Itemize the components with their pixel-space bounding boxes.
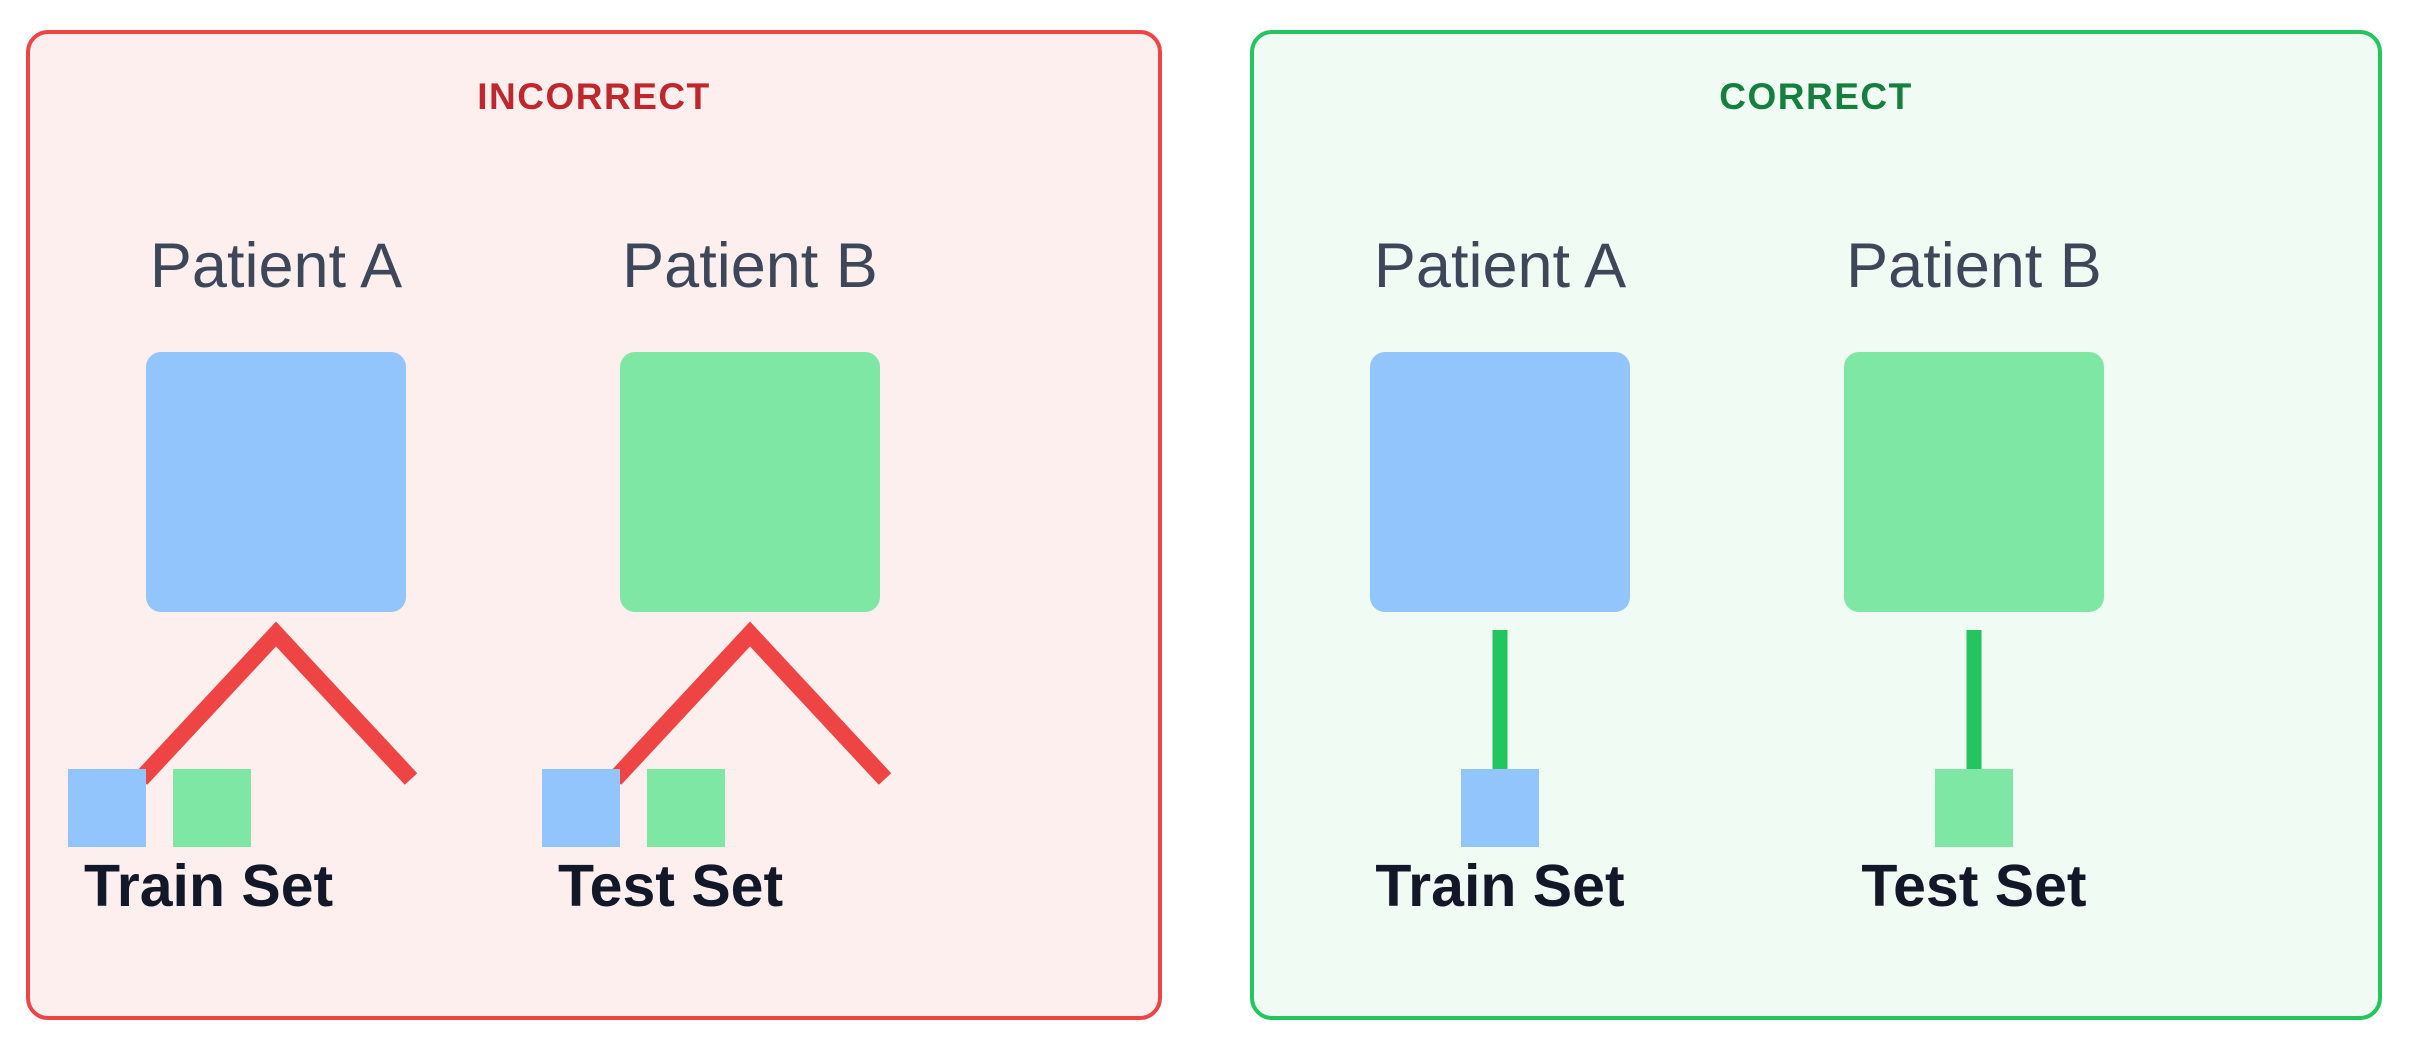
patient-b-label: Patient B	[1846, 231, 2102, 301]
train-sample-patient-a	[1461, 769, 1539, 847]
patient-a-data-block	[1370, 352, 1630, 612]
correct-column-patient-a: Patient A Train Set	[1260, 34, 1740, 1016]
panel-correct: CORRECT Patient A Train Set Patient B Te…	[1250, 30, 2382, 1020]
train-sample-patient-b	[173, 769, 251, 847]
incorrect-column-patient-a: Patient A Train Set	[36, 34, 516, 1016]
correct-column-patient-b: Patient B Test Set	[1734, 34, 2214, 1016]
incorrect-column-patient-b: Patient B Test Set	[510, 34, 990, 1016]
patient-b-data-block	[620, 352, 880, 612]
patient-a-label: Patient A	[1373, 231, 1627, 301]
train-set-label-incorrect: Train Set	[84, 853, 334, 919]
patient-a-label: Patient A	[149, 231, 403, 301]
train-sample-patient-a	[68, 769, 146, 847]
panel-incorrect: INCORRECT Patient A Train Set Patient B …	[26, 30, 1162, 1020]
train-set-label-correct: Train Set	[1375, 853, 1625, 919]
test-sample-patient-b	[647, 769, 725, 847]
test-sample-patient-a	[542, 769, 620, 847]
test-set-label-correct: Test Set	[1861, 853, 2087, 919]
panel-correct-heading: CORRECT	[1719, 76, 1913, 117]
patient-b-data-block	[1844, 352, 2104, 612]
test-sample-patient-b	[1935, 769, 2013, 847]
panel-incorrect-heading: INCORRECT	[477, 76, 711, 117]
test-set-label-incorrect: Test Set	[558, 853, 784, 919]
patient-b-label: Patient B	[622, 231, 878, 301]
patient-a-data-block	[146, 352, 406, 612]
